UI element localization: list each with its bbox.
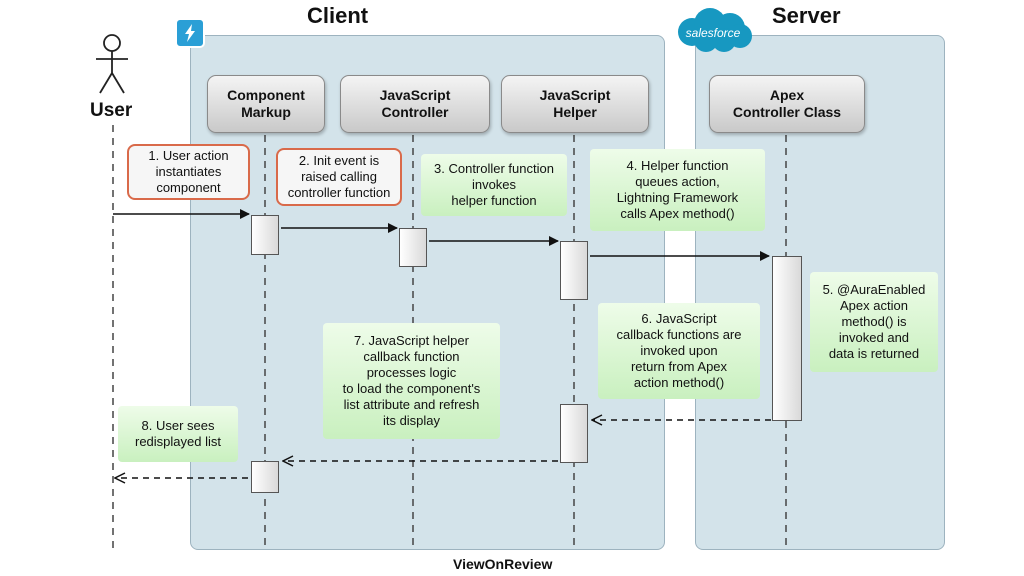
note-step-3: 3. Controller function invokes helper fu…: [421, 154, 567, 216]
activation-bar-helper-2: [560, 404, 588, 463]
note-step-8: 8. User sees redisplayed list: [118, 406, 238, 462]
footer-watermark: ViewOnReview: [453, 556, 553, 572]
server-region-title: Server: [772, 3, 841, 28]
client-region-title: Client: [307, 3, 369, 28]
participant-js-controller: JavaScript Controller: [340, 75, 490, 133]
participant-apex-controller: Apex Controller Class: [709, 75, 865, 133]
activation-bar-controller: [399, 228, 427, 267]
note-step-6: 6. JavaScript callback functions are inv…: [598, 303, 760, 399]
note-step-2: 2. Init event is raised calling controll…: [276, 148, 402, 206]
note-step-5: 5. @AuraEnabled Apex action method() is …: [810, 272, 938, 372]
activation-bar-apex: [772, 256, 802, 421]
activation-bar-helper-1: [560, 241, 588, 300]
lightning-icon: [175, 18, 205, 48]
note-step-7: 7. JavaScript helper callback function p…: [323, 323, 500, 439]
salesforce-logo-text: salesforce: [685, 26, 741, 40]
salesforce-cloud-icon: salesforce: [670, 6, 756, 54]
stick-figure-icon: [96, 34, 128, 94]
note-step-4: 4. Helper function queues action, Lightn…: [590, 149, 765, 231]
activation-bar-component-2: [251, 461, 279, 493]
participant-component-markup: Component Markup: [207, 75, 325, 133]
participant-js-helper: JavaScript Helper: [501, 75, 649, 133]
actor-label: User: [90, 100, 133, 121]
note-step-1: 1. User action instantiates component: [127, 144, 250, 200]
activation-bar-component-1: [251, 215, 279, 255]
